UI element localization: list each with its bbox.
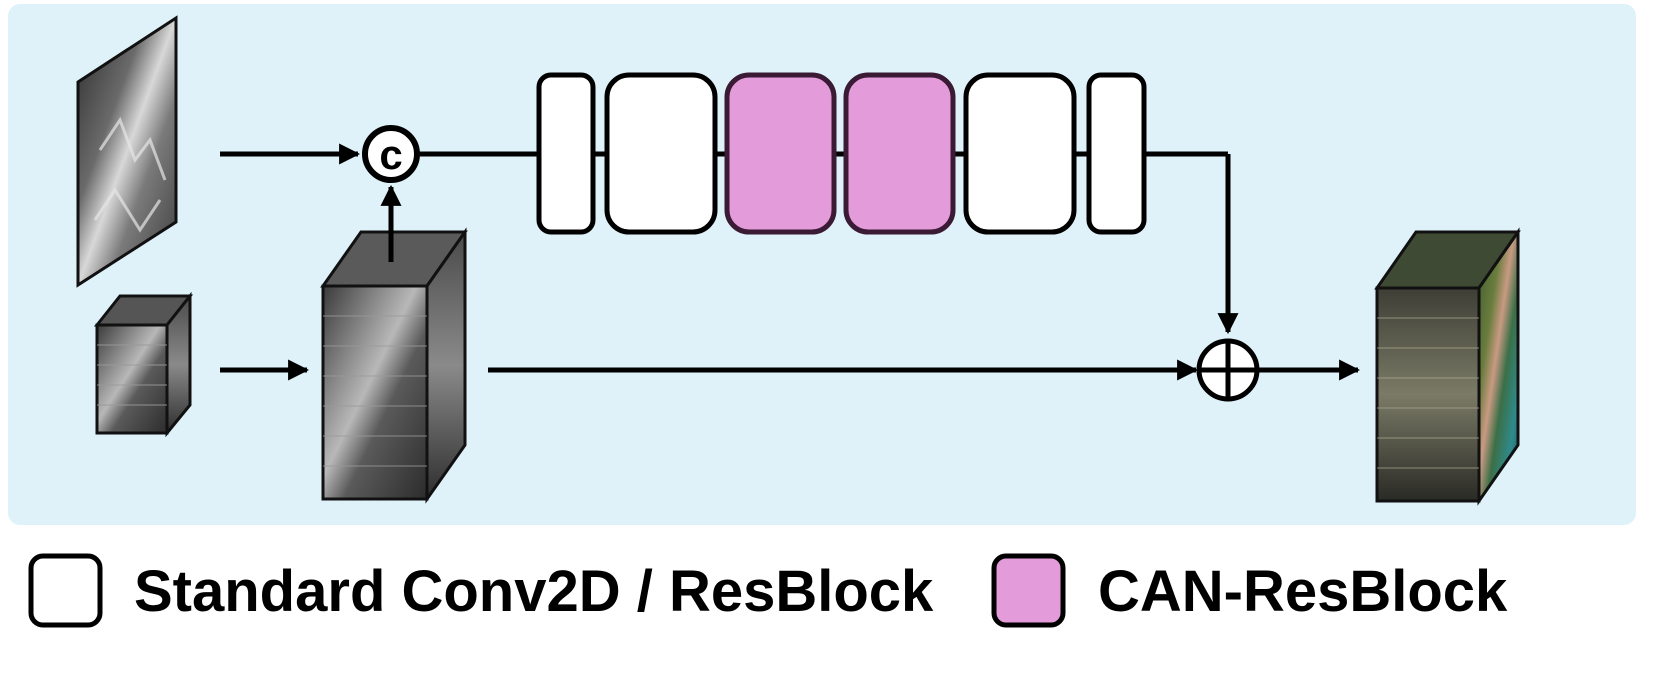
ms-cube-small [93, 291, 194, 438]
add-node [1196, 338, 1260, 402]
pan-image [76, 15, 178, 288]
legend-can-swatch [991, 553, 1066, 628]
legend: Standard Conv2D / ResBlock CAN-ResBlock [28, 553, 1508, 628]
can-resblock-4 [843, 72, 956, 235]
can-resblock-3 [724, 72, 837, 235]
concat-node: c [362, 125, 420, 183]
legend-standard-swatch [28, 553, 103, 628]
legend-standard-label: Standard Conv2D / ResBlock [134, 559, 934, 624]
network-blocks [536, 72, 1147, 235]
standard-block-6 [1086, 72, 1147, 235]
concat-symbol: c [379, 131, 402, 178]
standard-block-2 [604, 72, 718, 235]
ms-cube-upsampled [320, 227, 468, 504]
standard-block-5 [963, 72, 1077, 235]
legend-can-label: CAN-ResBlock [1098, 559, 1508, 624]
standard-block-1 [536, 72, 596, 235]
output-cube [1374, 227, 1521, 506]
